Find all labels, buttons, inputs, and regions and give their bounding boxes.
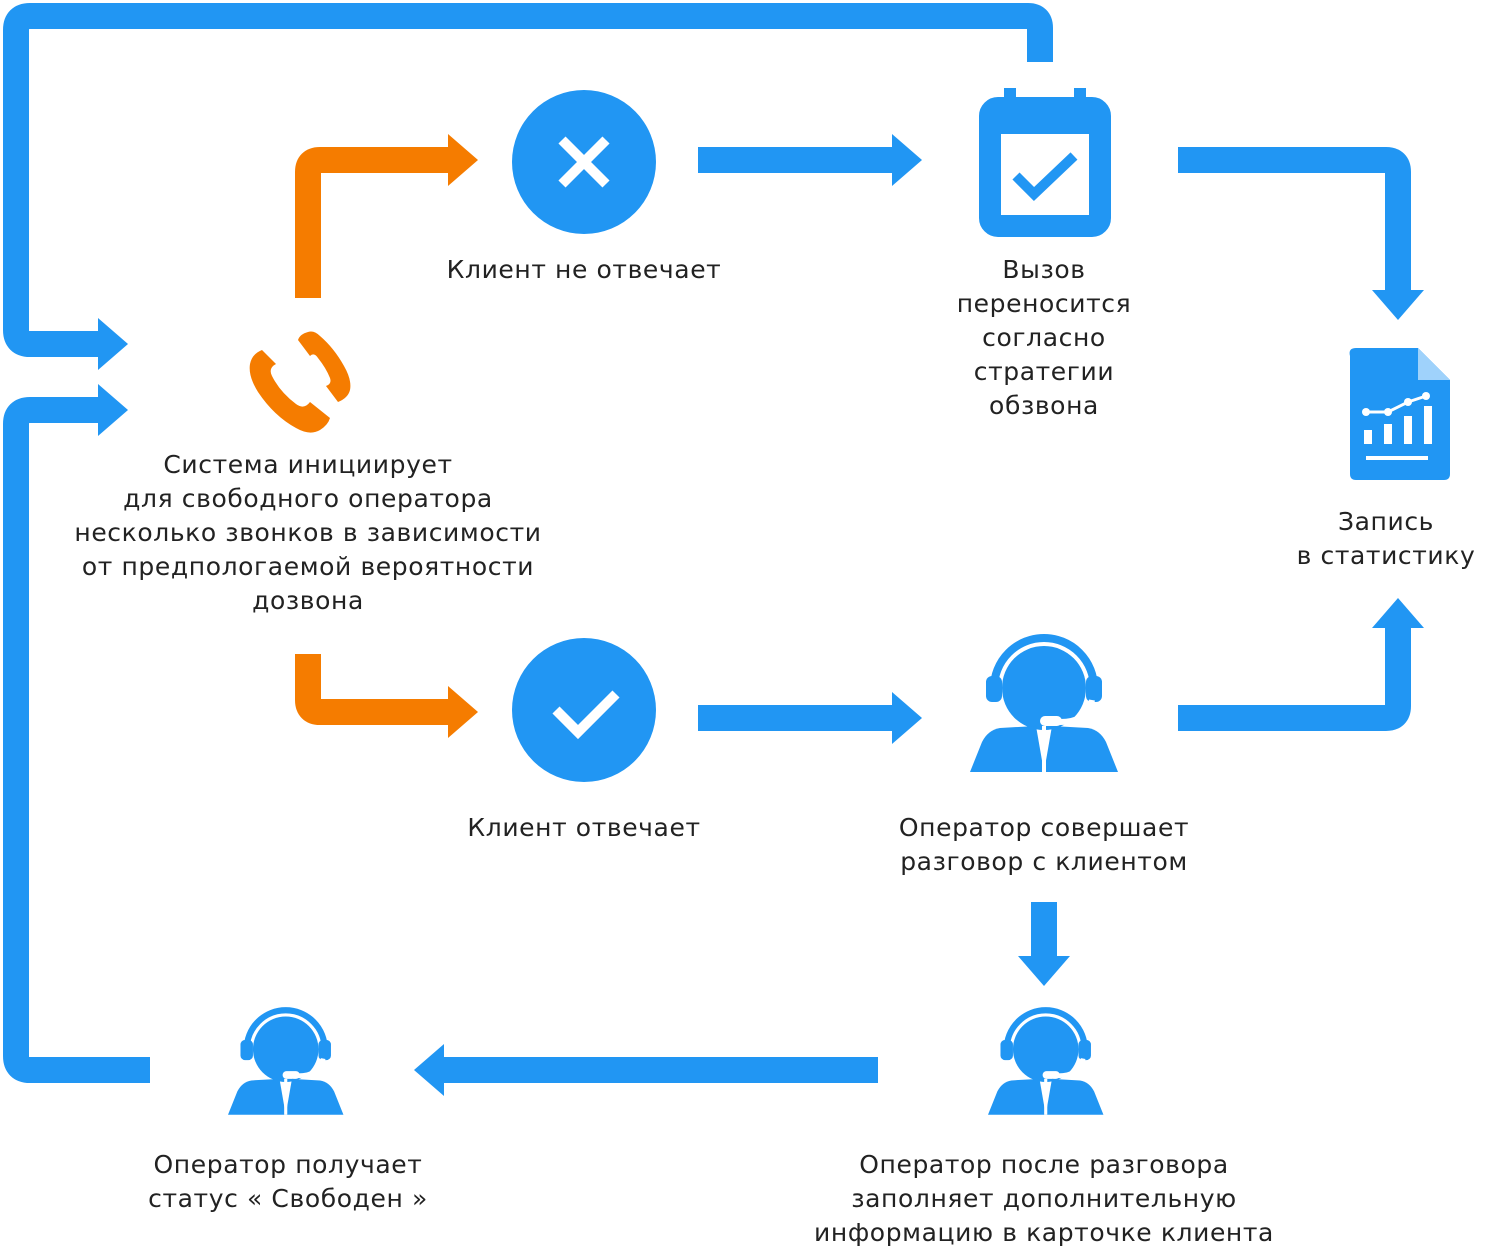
label-line: от предпологаемой вероятности [81,552,535,581]
label-line: Клиент не отвечает [446,255,722,284]
label-line: согласно [982,323,1106,352]
label-line: Вызов [1002,255,1086,284]
no-answer-label: Клиент не отвечает [404,253,764,287]
label-line: Оператор после разговора [859,1150,1229,1179]
label-line: дозвона [252,586,364,615]
label-line: для свободного оператора [123,484,493,513]
label-line: переносится [956,289,1132,318]
answer-label: Клиент отвечает [414,811,754,845]
label-line: информацию в карточке клиента [814,1218,1274,1247]
talking-label: Оператор совершает разговор с клиентом [834,811,1254,879]
arrow-system-to-no-answer [295,134,478,298]
calendar-check-icon [979,88,1111,237]
arrow-no-answer-to-rescheduled [698,134,922,186]
rescheduled-label: Вызов переносится согласно стратегии обз… [904,253,1184,423]
arrow-system-to-answer [295,654,478,738]
label-line: статус « Свободен » [148,1184,428,1213]
connectors [3,3,1424,1096]
arrow-talking-to-filling-card [1018,902,1070,986]
label-line: Оператор получает [153,1150,423,1179]
arrow-answer-to-talking [698,692,922,744]
label-line: заполняет дополнительную [851,1184,1237,1213]
label-line: Запись [1337,507,1435,536]
statistics-label: Запись в статистику [1280,505,1492,573]
label-line: несколько звонков в зависимости [74,518,542,547]
x-circle-icon [512,90,656,234]
arrow-rescheduled-to-statistics [1178,147,1424,320]
arrow-talking-to-statistics [1178,598,1424,731]
label-line: Оператор совершает [898,813,1190,842]
system-label: Система инициирует для свободного операт… [28,448,588,618]
arrow-filling-card-to-free [414,1044,878,1096]
arrow-free-to-system [3,384,150,1083]
label-line: стратегии [973,357,1115,386]
label-line: в статистику [1296,541,1476,570]
operator-headset-icon [988,1007,1104,1115]
filling-card-label: Оператор после разговора заполняет допол… [764,1148,1324,1250]
arrow-rescheduled-to-system [3,3,1053,370]
operator-headset-icon [970,634,1118,772]
free-label: Оператор получает статус « Свободен » [108,1148,468,1216]
report-chart-icon [1349,348,1450,480]
operator-headset-icon [228,1007,344,1115]
label-line: Клиент отвечает [467,813,701,842]
label-line: разговор с клиентом [900,847,1188,876]
check-circle-icon [512,638,656,782]
label-line: Система инициирует [163,450,453,479]
phone-ringing-icon [249,331,351,433]
label-line: обзвона [989,391,1099,420]
